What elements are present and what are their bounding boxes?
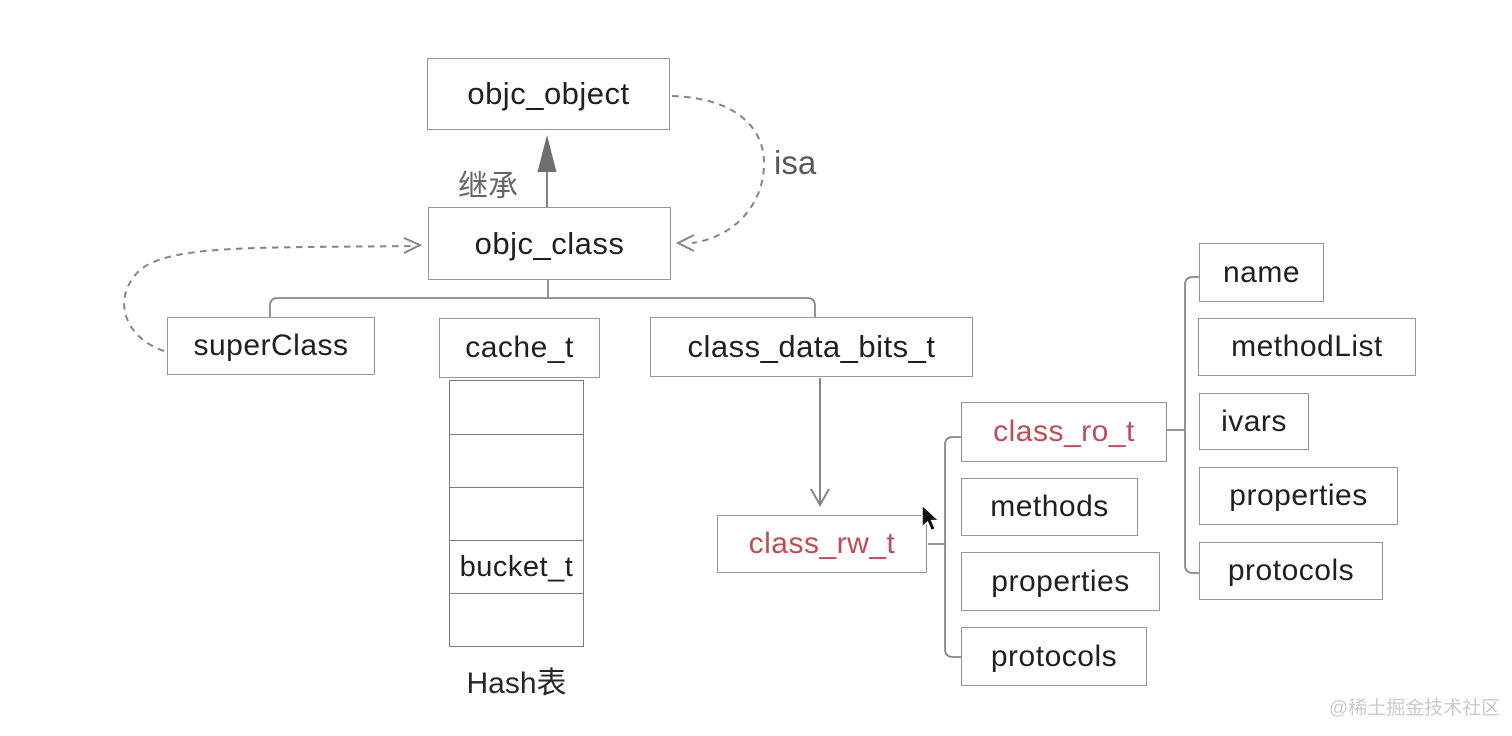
- box-class-data-bits-t: class_data_bits_t: [650, 317, 973, 377]
- bucket-row: [450, 487, 583, 540]
- box-protocols-mid: protocols: [961, 627, 1147, 686]
- cache-bucket-table: bucket_t: [449, 380, 584, 647]
- box-objc-class: objc_class: [428, 207, 671, 280]
- bucket-row: [450, 593, 583, 646]
- superclass-arrow-head: [403, 237, 423, 254]
- isa-label: isa: [774, 144, 817, 181]
- bits-to-rw-arrow-head: [810, 488, 830, 508]
- box-methods: methods: [961, 478, 1138, 536]
- rw-children-bracket: [928, 436, 961, 658]
- box-methodlist: methodList: [1198, 318, 1416, 376]
- inherit-arrow-head: [537, 135, 557, 172]
- isa-dashed-curve: [671, 95, 766, 244]
- box-cache-t: cache_t: [439, 318, 600, 378]
- isa-arrow-head: [675, 234, 695, 252]
- box-properties-right: properties: [1199, 467, 1398, 525]
- box-objc-object: objc_object: [427, 58, 670, 130]
- bucket-row: [450, 434, 583, 487]
- box-name: name: [1199, 243, 1324, 302]
- box-class-ro-t: class_ro_t: [961, 402, 1167, 462]
- bucket-row-bucket-t: bucket_t: [450, 540, 583, 593]
- ro-children-bracket: [1167, 276, 1199, 574]
- box-protocols-right: protocols: [1199, 542, 1383, 600]
- hash-table-label: Hash表: [466, 667, 567, 700]
- objc-class-children-brace: [269, 280, 816, 317]
- box-ivars: ivars: [1199, 393, 1309, 450]
- box-properties-mid: properties: [961, 552, 1160, 611]
- bucket-row: [450, 381, 583, 434]
- watermark-text: @稀土掘金技术社区: [1329, 698, 1501, 719]
- inherit-label: 继承: [458, 170, 518, 203]
- box-class-rw-t: class_rw_t: [717, 515, 927, 573]
- box-superclass: superClass: [167, 317, 375, 375]
- mouse-cursor-icon: [921, 505, 941, 532]
